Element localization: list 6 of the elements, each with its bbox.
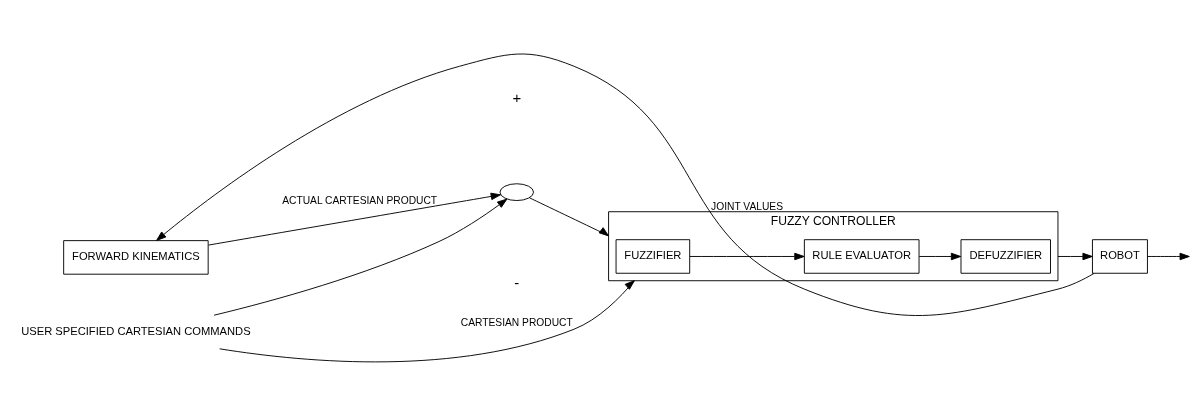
node-text: USER SPECIFIED CARTESIAN COMMANDS — [21, 324, 251, 337]
label: - — [514, 274, 520, 291]
label: + — [512, 89, 522, 106]
edge-label: JOINT VALUES — [711, 200, 784, 212]
edge-label: CARTESIAN PRODUCT — [460, 316, 573, 328]
edge-label: ACTUAL CARTESIAN PRODUCT — [282, 194, 438, 206]
